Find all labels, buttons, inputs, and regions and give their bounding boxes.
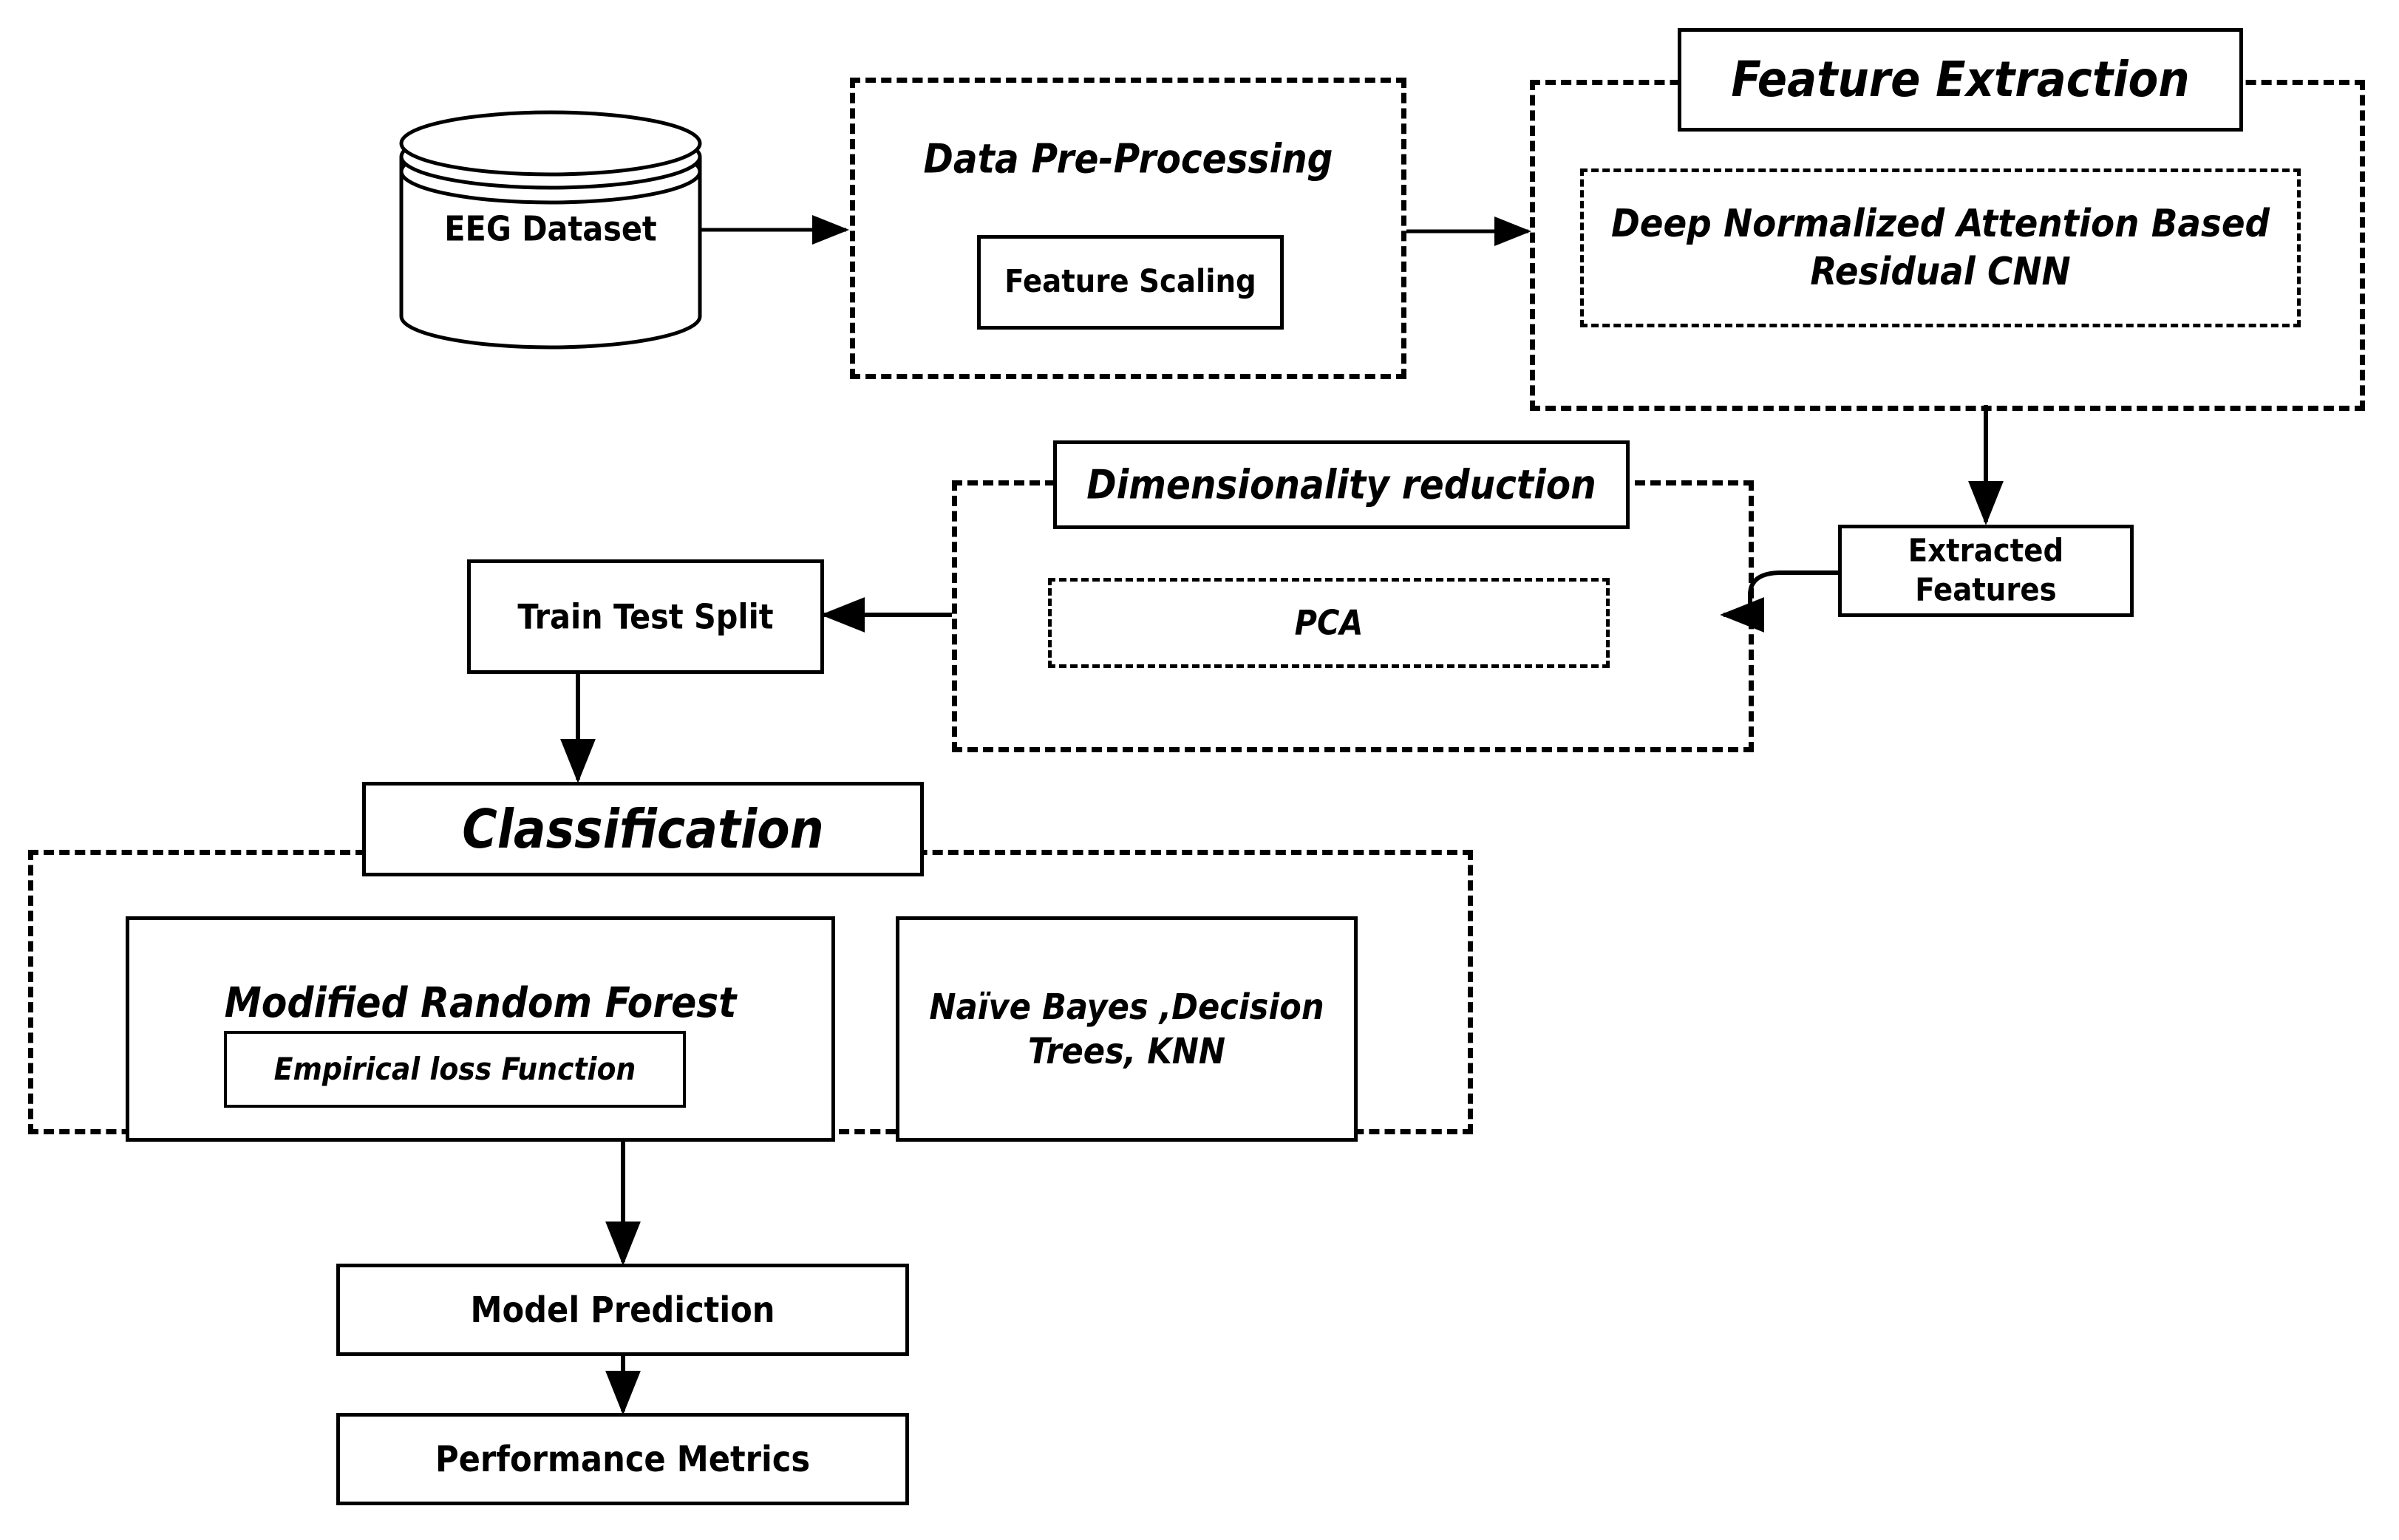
classification-label: Classification: [462, 798, 824, 860]
node-performance-metrics[interactable]: Performance Metrics: [336, 1413, 909, 1505]
node-empirical-loss-function[interactable]: Empirical loss Function: [224, 1031, 686, 1108]
empirical-loss-function-label: Empirical loss Function: [273, 1050, 636, 1087]
feature-scaling-label: Feature Scaling: [1004, 263, 1256, 301]
eeg-dataset-label: EEG Dataset: [444, 208, 657, 249]
node-other-classifiers[interactable]: Naïve Bayes ,Decision Trees, KNN: [896, 916, 1358, 1142]
model-prediction-label: Model Prediction: [470, 1289, 775, 1331]
node-model-prediction[interactable]: Model Prediction: [336, 1264, 909, 1356]
dimensionality-reduction-title-box[interactable]: Dimensionality reduction: [1053, 440, 1630, 529]
node-train-test-split[interactable]: Train Test Split: [467, 559, 824, 674]
node-eeg-dataset[interactable]: EEG Dataset: [401, 185, 700, 273]
node-extracted-features[interactable]: Extracted Features: [1838, 525, 2134, 617]
dimensionality-reduction-label: Dimensionality reduction: [1086, 461, 1596, 508]
node-modified-random-forest[interactable]: Modified Random Forest: [126, 916, 835, 1142]
data-preprocessing-title: Data Pre-Processing: [850, 133, 1406, 185]
node-feature-scaling[interactable]: Feature Scaling: [977, 235, 1284, 330]
modified-random-forest-label: Modified Random Forest: [224, 979, 737, 1027]
performance-metrics-label: Performance Metrics: [435, 1438, 811, 1480]
node-deep-normalized-attention-residual-cnn[interactable]: Deep Normalized Attention Based Residual…: [1580, 168, 2301, 327]
group-data-preprocessing[interactable]: [850, 78, 1406, 379]
train-test-split-label: Train Test Split: [517, 596, 774, 636]
other-classifiers-label: Naïve Bayes ,Decision Trees, KNN: [929, 986, 1324, 1072]
classification-title-box[interactable]: Classification: [362, 782, 924, 876]
dnarc-label: Deep Normalized Attention Based Residual…: [1610, 201, 2270, 294]
data-preprocessing-label: Data Pre-Processing: [923, 135, 1333, 183]
pca-label: PCA: [1294, 602, 1364, 643]
extracted-features-label: Extracted Features: [1908, 531, 2064, 609]
feature-extraction-label: Feature Extraction: [1731, 50, 2190, 108]
node-pca[interactable]: PCA: [1048, 578, 1610, 668]
feature-extraction-title-box[interactable]: Feature Extraction: [1678, 28, 2243, 132]
